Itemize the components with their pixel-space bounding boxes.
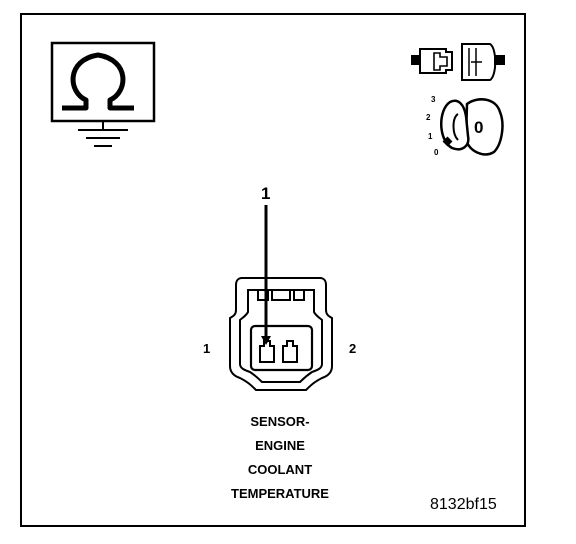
callout-leader bbox=[261, 205, 271, 345]
key-symbol: 0 bbox=[474, 118, 484, 137]
key-position-0: 0 bbox=[434, 148, 439, 157]
caption-line-1: SENSOR- bbox=[250, 414, 310, 429]
figure-frame bbox=[20, 13, 526, 527]
connector-face bbox=[229, 277, 333, 391]
caption-line-2: ENGINE bbox=[255, 438, 305, 453]
ohm-ground-icon bbox=[50, 41, 156, 147]
pin-label-1: 1 bbox=[203, 341, 211, 356]
pin-label-2: 2 bbox=[349, 341, 357, 356]
ignition-key-icon bbox=[440, 98, 504, 156]
disconnected-connector-icon bbox=[411, 43, 505, 81]
key-position-2: 2 bbox=[426, 113, 431, 122]
callout-number: 1 bbox=[261, 184, 271, 203]
caption-line-4: TEMPERATURE bbox=[231, 486, 329, 501]
key-position-3: 3 bbox=[431, 95, 436, 104]
key-position-1: 1 bbox=[428, 132, 433, 141]
caption-line-3: COOLANT bbox=[247, 462, 313, 477]
figure-id: 8132bf15 bbox=[430, 496, 497, 513]
component-caption: SENSOR- ENGINE COOLANT TEMPERATURE bbox=[180, 411, 380, 507]
